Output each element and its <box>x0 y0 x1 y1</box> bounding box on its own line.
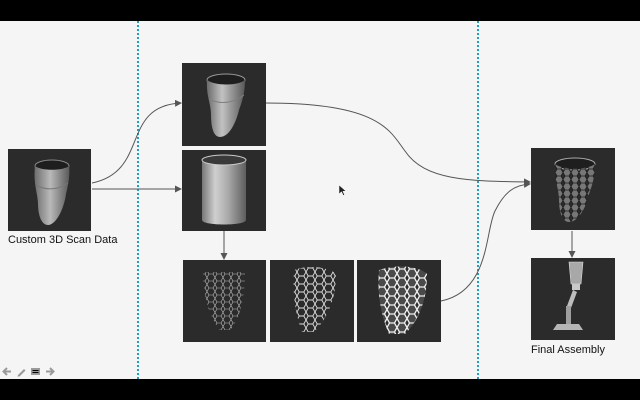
scan-data-label: Custom 3D Scan Data <box>8 234 118 246</box>
slides-icon[interactable] <box>30 366 41 377</box>
lattice-socket-image <box>357 260 441 342</box>
socket-model-image <box>182 63 266 146</box>
slide-toolbar <box>2 366 55 377</box>
lattice-mesh-image <box>270 260 354 342</box>
section-divider-right <box>477 21 479 379</box>
final-assembly-label: Final Assembly <box>531 344 605 356</box>
mouse-cursor-icon <box>339 185 347 196</box>
cylinder-model-image <box>182 150 266 231</box>
arrow-lattice-to-final <box>440 180 531 302</box>
lattice-pattern-image <box>183 260 266 342</box>
arrow-left-icon[interactable] <box>2 366 13 377</box>
arrow-right-icon[interactable] <box>44 366 55 377</box>
scan-data-image <box>8 149 91 231</box>
final-assembly-image <box>531 258 615 340</box>
section-divider-left <box>137 21 139 379</box>
final-socket-image <box>531 148 615 230</box>
slide-canvas: Custom 3D Scan Data <box>0 21 640 379</box>
arrow-socket-to-final <box>265 102 531 186</box>
arrow-scan-to-socket <box>91 99 182 184</box>
flow-arrows <box>91 99 576 302</box>
pen-icon[interactable] <box>16 366 27 377</box>
